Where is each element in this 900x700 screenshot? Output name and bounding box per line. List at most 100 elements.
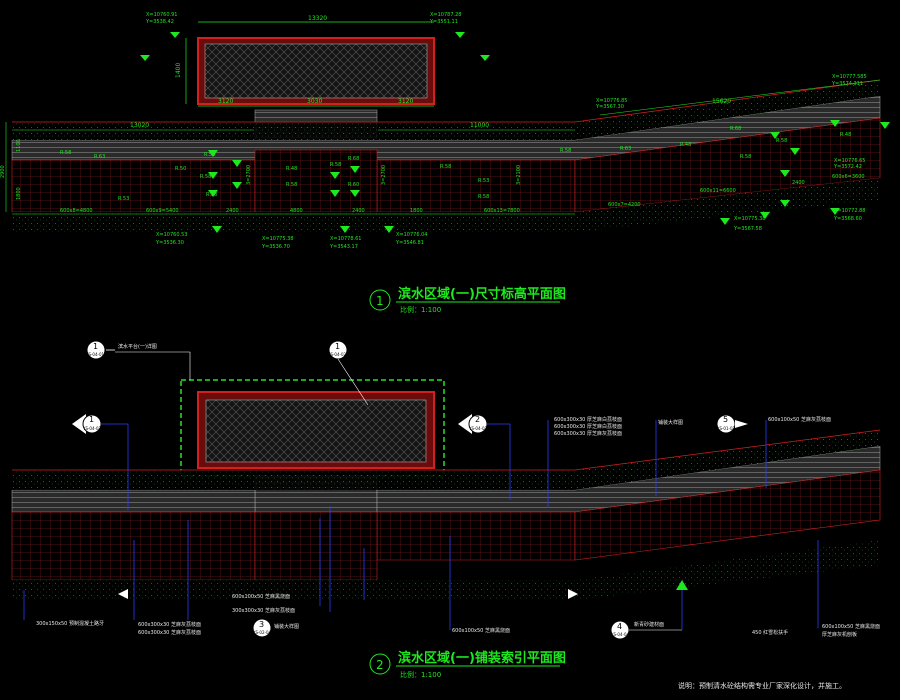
dim-bot-1: 600x9=5400 [146, 208, 179, 214]
coord-1-x: X=10787.28 [430, 12, 461, 18]
svg-text:1: 1 [93, 342, 98, 351]
level-5: R.58 [200, 174, 211, 180]
note-3: 600x100x50 芝麻黑烧面 [232, 593, 290, 600]
level-15: R.58 [560, 148, 571, 154]
callout-5: 3 YS-02-04 [252, 618, 272, 638]
dim-bot-0: 600x8=4800 [60, 208, 93, 214]
level-14: R.58 [478, 194, 489, 200]
dim-bot-4: 2400 [352, 208, 365, 214]
coord-7-y: Y=3536.30 [155, 240, 184, 246]
coord-10-x: X=10775.38 [262, 236, 293, 242]
note-15: 厚芝麻灰机刨板 [822, 631, 857, 638]
dim-vert-0: 3=2700 [246, 165, 252, 185]
coord-5-y: Y=3567.58 [733, 226, 762, 232]
coord-0-x: X=10760.91 [146, 12, 177, 18]
dim-left-2: 1800 [16, 187, 22, 200]
coord-3-x: X=10777.585 [832, 74, 867, 80]
note-11: 铺装大样图 [658, 419, 683, 426]
note-7: 600x300x30 芝麻灰荔枝面 [138, 629, 201, 636]
dim-top-0: 13320 [308, 15, 327, 22]
dim-bot-5: 1800 [410, 208, 423, 214]
svg-text:YS-02-04: YS-02-04 [252, 630, 272, 635]
dim-top-3: 3120 [398, 98, 413, 105]
drawing-title-2: 滨水区域(一)铺装索引平面图 [398, 650, 566, 666]
material-notes: 600x300x30 厚芝麻白荔枝面 600x300x30 厚芝麻白荔枝面 60… [36, 416, 880, 638]
callout-2: 1 YS-04-03 [72, 414, 129, 510]
note-14: 450 红雪松扶手 [752, 629, 788, 636]
drawing-title-1: 滨水区域(一)尺寸标高平面图 [398, 286, 566, 302]
level-20: R.58 [776, 138, 787, 144]
note-4: 600x100x50 芝麻黑烧面 [822, 623, 880, 630]
dim-bot-6: 600x13=7800 [484, 208, 520, 214]
svg-text:YS-04-03: YS-04-03 [82, 426, 102, 431]
level-9: R.58 [330, 162, 341, 168]
dim-mid-0: 13020 [130, 122, 149, 129]
dim-left-0: 2900 [0, 165, 6, 178]
coord-6-y: Y=3568.60 [833, 216, 862, 222]
drawing-scale-2: 比例：1:100 [400, 670, 441, 679]
callout-6: 4 YS-04-04 [610, 588, 683, 640]
note-13: 新青砂建材面 [634, 621, 664, 628]
note-5: 300x150x50 预制混凝土路牙 [36, 620, 104, 627]
note-6: 600x300x30 芝麻灰荔枝面 [138, 621, 201, 628]
svg-text:YS-01-02: YS-01-02 [716, 426, 736, 431]
plan-drawing-2: 1 YS-04-01 滨水平台(一)详图 1 YS-04-02 1 YS-04-… [11, 340, 881, 679]
level-17: R.48 [680, 142, 691, 148]
drawing-number-2 [369, 653, 391, 675]
footer-note: 说明：预制清水砼结构需专业厂家深化设计，并施工。 [678, 681, 846, 690]
svg-text:滨水平台(一)详图: 滨水平台(一)详图 [118, 343, 157, 350]
svg-text:YS-04-02: YS-04-02 [468, 426, 488, 431]
svg-text:YS-04-02: YS-04-02 [327, 352, 347, 357]
dim-bot-3: 4800 [290, 208, 303, 214]
dim-mid-1: 11000 [470, 122, 489, 129]
callout-1: 1 YS-04-02 [327, 340, 369, 406]
svg-text:1: 1 [335, 342, 340, 351]
dim-mid-2: 15620 [712, 98, 731, 105]
dim-top-4: 1400 [175, 63, 182, 78]
note-0: 600x300x30 厚芝麻白荔枝面 [554, 416, 622, 423]
note-10: 铺装大样图 [274, 623, 299, 630]
svg-text:2: 2 [376, 658, 384, 672]
svg-text:YS-04-01: YS-04-01 [85, 352, 105, 357]
dim-vert-2: 3=2100 [516, 165, 522, 185]
coord-4-x: X=10776.65 [834, 158, 865, 164]
svg-text:5: 5 [723, 415, 728, 424]
svg-text:3: 3 [259, 620, 264, 629]
level-21: R.48 [840, 132, 851, 138]
callout-3: 2 YS-04-02 [458, 414, 511, 500]
level-marks: R.58 R.63 R.53 R.50 R.58 R.58 R.58 R.48 … [60, 126, 851, 202]
level-19: R.58 [740, 154, 751, 160]
note-8: 600x100x50 芝麻黑烧面 [452, 627, 510, 634]
dim-vert-1: 3=2700 [381, 165, 387, 185]
note-12: 600x100x50 芝麻灰荔枝面 [768, 416, 831, 423]
svg-text:4: 4 [617, 622, 622, 631]
svg-text:1: 1 [89, 415, 94, 424]
note-1: 600x300x30 厚芝麻白荔枝面 [554, 423, 622, 430]
level-7: R.48 [286, 166, 297, 172]
coord-9-x: X=10776.04 [396, 232, 427, 238]
level-11: R.60 [348, 182, 359, 188]
level-16: R.63 [620, 146, 631, 152]
level-2: R.53 [118, 196, 129, 202]
level-12: R.58 [440, 164, 451, 170]
level-3: R.50 [175, 166, 186, 172]
svg-text:YS-04-04: YS-04-04 [610, 632, 630, 637]
level-13: R.53 [478, 178, 489, 184]
level-4: R.58 [204, 152, 215, 158]
dim-top-1: 3120 [218, 98, 233, 105]
coord-7-x: X=10760.53 [156, 232, 187, 238]
callout-4: 5 YS-01-02 [716, 414, 748, 434]
callout-0: 1 YS-04-01 滨水平台(一)详图 [85, 340, 191, 380]
coord-6-x: X=10772.88 [834, 208, 865, 214]
note-9: 300x300x30 芝麻灰荔枝面 [232, 607, 295, 614]
dim-bot-9: 2400 [792, 180, 805, 186]
dim-bot-7: 600x11=6600 [700, 188, 736, 194]
dim-bot-2: 2400 [226, 208, 239, 214]
level-1: R.63 [94, 154, 105, 160]
coord-5-x: X=10775.38 [734, 216, 765, 222]
coord-2-x: X=10776.85 [596, 98, 627, 104]
level-8: R.58 [286, 182, 297, 188]
svg-text:2: 2 [475, 415, 480, 424]
dim-bot-8: 600x7=4200 [608, 202, 641, 208]
coord-0-y: Y=3538.42 [145, 19, 174, 25]
